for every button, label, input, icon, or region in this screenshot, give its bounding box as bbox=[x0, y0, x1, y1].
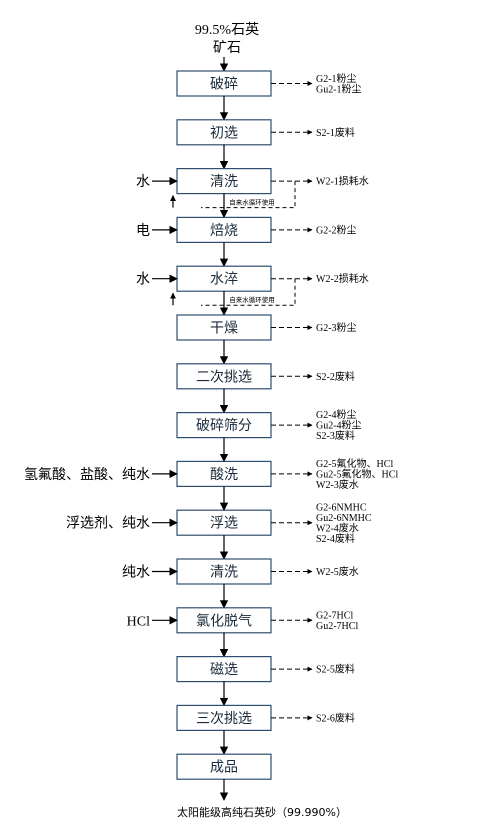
process-step-box bbox=[176, 265, 272, 292]
recycle-loop-line bbox=[201, 181, 296, 209]
process-step-label: 成品 bbox=[210, 760, 238, 776]
output-label: Gu2-6NMHC bbox=[316, 513, 372, 524]
input-label: HCl bbox=[127, 614, 150, 629]
output-label: G2-2粉尘 bbox=[316, 223, 357, 236]
process-step-label: 破碎 bbox=[210, 77, 238, 93]
process-step-label: 清洗 bbox=[210, 565, 238, 581]
output-label: Gu2-4粉尘 bbox=[316, 419, 362, 432]
output-label: Gu2-7HCl bbox=[316, 621, 358, 632]
process-step-label: 干燥 bbox=[210, 321, 238, 337]
input-label: 浮选剂、纯水 bbox=[66, 516, 150, 532]
output-label: W2-3废水 bbox=[316, 478, 359, 491]
recycle-label: 自来水循环使用 bbox=[229, 198, 275, 207]
input-label: 电 bbox=[136, 223, 150, 239]
process-step-box bbox=[176, 655, 272, 683]
input-label: 纯水 bbox=[122, 565, 150, 581]
raw-material-line-2: 矿石 bbox=[213, 40, 241, 56]
final-product-label: 太阳能级高纯石英砂（99.990%） bbox=[177, 805, 347, 819]
output-label: S2-5废料 bbox=[316, 663, 355, 676]
input-label: 氢氟酸、盐酸、纯水 bbox=[24, 467, 150, 483]
process-step-label: 氯化脱气 bbox=[196, 613, 252, 629]
process-step-label: 焙烧 bbox=[210, 223, 238, 239]
process-step-box bbox=[176, 558, 272, 585]
process-step-label: 浮选 bbox=[210, 516, 238, 532]
process-step-label: 清洗 bbox=[210, 174, 238, 190]
raw-material-line-1: 99.5%石英 bbox=[195, 21, 259, 38]
input-label: 水 bbox=[136, 272, 150, 288]
process-step-label: 初选 bbox=[210, 124, 238, 141]
output-label: W2-1损耗水 bbox=[316, 175, 369, 188]
output-label: G2-1粉尘 bbox=[316, 72, 357, 85]
output-label: S2-1废料 bbox=[316, 126, 355, 139]
output-label: G2-6NMHC bbox=[316, 502, 367, 513]
process-step-label: 酸洗 bbox=[210, 467, 238, 483]
process-step-box bbox=[176, 753, 272, 780]
process-step-label: 水淬 bbox=[210, 272, 238, 288]
input-label: 水 bbox=[136, 174, 150, 190]
output-label: W2-2损耗水 bbox=[316, 272, 369, 285]
process-step-label: 二次挑选 bbox=[196, 369, 252, 385]
output-label: S2-2废料 bbox=[316, 370, 355, 383]
output-label: G2-3粉尘 bbox=[316, 321, 357, 334]
recycle-label: 自来水循环使用 bbox=[229, 295, 275, 304]
output-label: G2-4粉尘 bbox=[316, 408, 357, 421]
output-label: G2-5氟化物、HCl bbox=[316, 457, 393, 470]
process-step-box bbox=[176, 704, 272, 732]
process-step-label: 三次挑选 bbox=[196, 711, 252, 727]
process-step-label: 破碎筛分 bbox=[196, 418, 252, 434]
output-label: G2-7HCl bbox=[316, 611, 353, 622]
recycle-loop-line bbox=[201, 278, 296, 306]
output-label: W2-5废水 bbox=[316, 565, 359, 578]
output-label: Gu2-5氟化物、HCl bbox=[316, 467, 398, 480]
output-label: S2-6废料 bbox=[316, 711, 355, 724]
output-label: W2-4废水 bbox=[316, 521, 359, 534]
output-label: S2-4废料 bbox=[316, 532, 355, 545]
output-label: Gu2-1粉尘 bbox=[316, 82, 362, 95]
process-step-label: 磁选 bbox=[210, 662, 238, 678]
output-label: S2-3废料 bbox=[316, 429, 355, 442]
